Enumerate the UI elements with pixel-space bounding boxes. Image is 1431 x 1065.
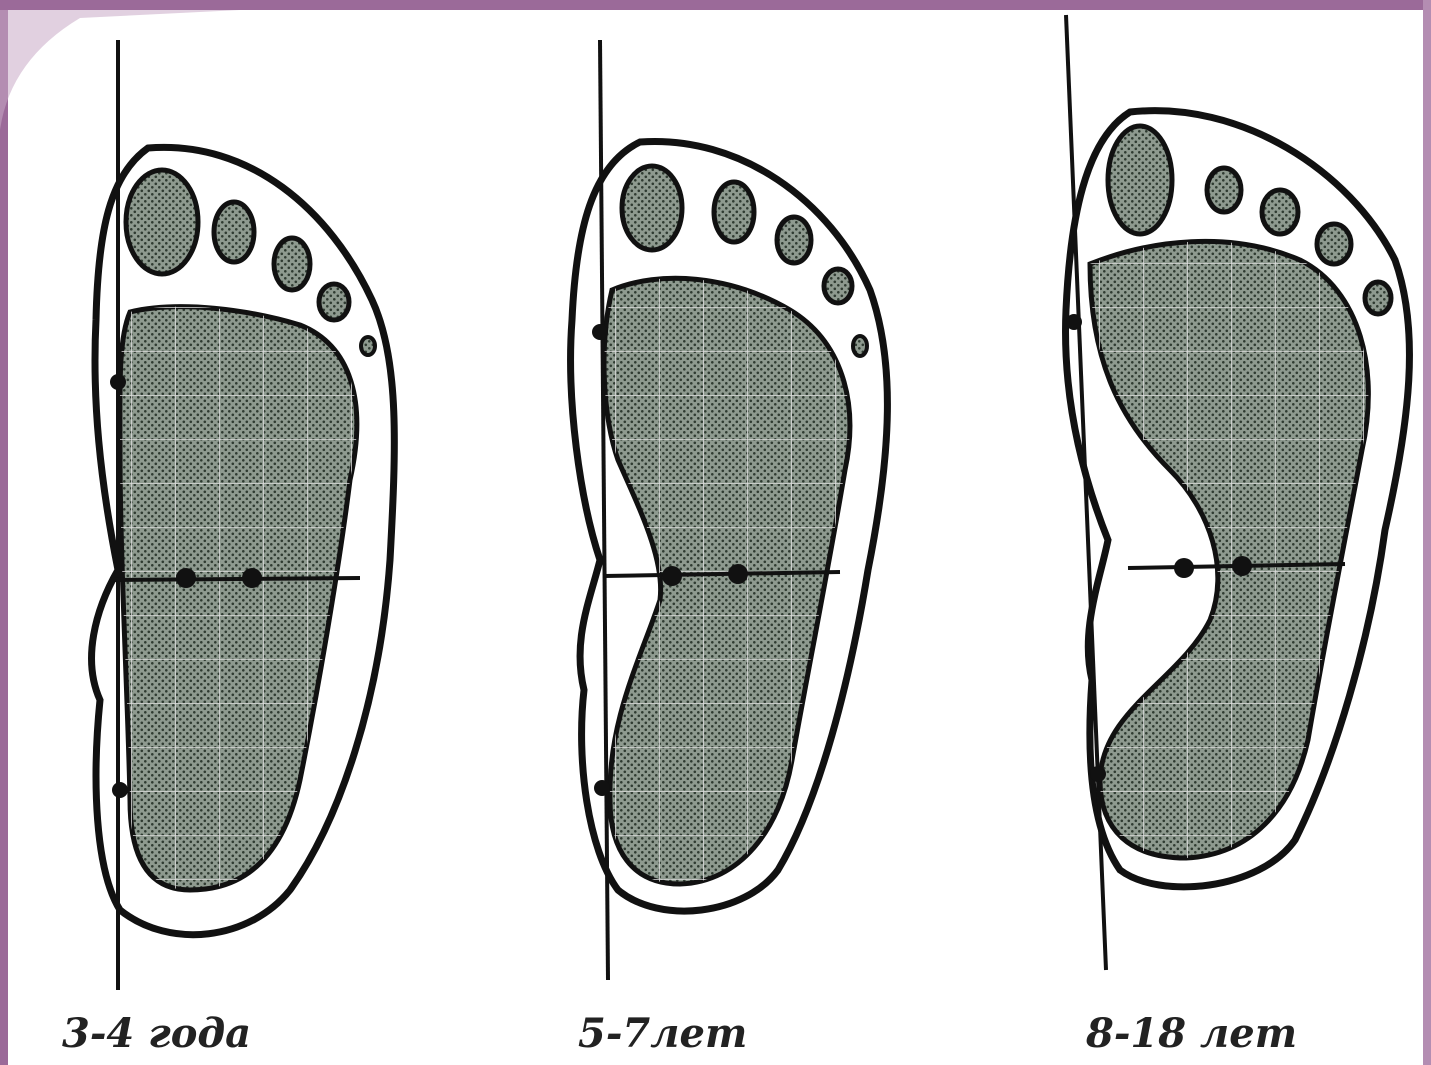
toe-print xyxy=(1207,168,1241,212)
contact-point xyxy=(594,780,610,796)
toe-print xyxy=(714,182,754,242)
measure-point xyxy=(1232,556,1252,576)
big-toe-print xyxy=(1108,126,1172,234)
toe-print xyxy=(853,336,867,356)
big-toe-print xyxy=(622,166,682,250)
contact-point xyxy=(1066,314,1082,330)
contact-point xyxy=(1090,766,1106,782)
measure-point xyxy=(1174,558,1194,578)
contact-point xyxy=(110,374,126,390)
caption-age-8-18: 8-18 лет xyxy=(1086,1010,1297,1057)
toe-print xyxy=(274,238,310,290)
measure-point xyxy=(242,568,262,588)
toe-print xyxy=(824,269,852,303)
toe-print xyxy=(361,337,375,355)
toe-print xyxy=(1262,190,1298,234)
measure-point xyxy=(662,566,682,586)
caption-age-3-4: 3-4 года xyxy=(62,1010,251,1057)
measure-point xyxy=(728,564,748,584)
footprint-age-8-18 xyxy=(1066,15,1410,970)
cross-line xyxy=(112,578,360,580)
toe-print xyxy=(1365,282,1391,314)
toe-print xyxy=(214,202,254,262)
big-toe-print xyxy=(126,170,198,274)
caption-age-5-7: 5-7лет xyxy=(578,1010,747,1057)
footprint-age-5-7 xyxy=(571,40,888,980)
contact-point xyxy=(592,324,608,340)
toe-print xyxy=(1317,224,1351,264)
measure-point xyxy=(176,568,196,588)
toe-print xyxy=(319,284,349,320)
footprint-age-3-4 xyxy=(92,40,395,990)
contact-point xyxy=(112,782,128,798)
toe-print xyxy=(777,217,811,263)
